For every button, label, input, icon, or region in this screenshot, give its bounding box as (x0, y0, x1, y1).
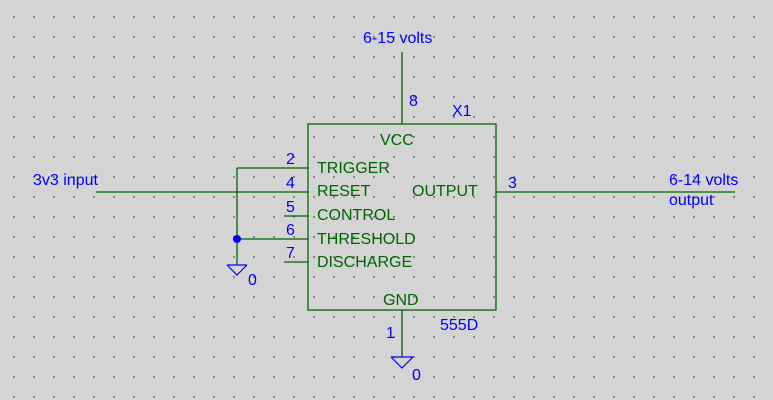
pin-number-vcc: 8 (409, 93, 418, 110)
input-label: 3v3 input (33, 172, 98, 189)
ground-bottom-label: 0 (412, 367, 421, 384)
ground-symbol-bottom (390, 356, 414, 369)
ground-left-label: 0 (248, 272, 257, 289)
pin-number-reset: 4 (286, 175, 295, 192)
ground-symbol-left (226, 264, 248, 276)
component-ref: X1 (452, 103, 472, 120)
pin-name-vcc: VCC (380, 132, 414, 149)
pin-number-gnd: 1 (386, 325, 395, 342)
pin-name-discharge: DISCHARGE (317, 254, 412, 271)
pin-name-control: CONTROL (317, 207, 395, 224)
output-label-line2: output (669, 192, 714, 209)
pin-name-trigger: TRIGGER (317, 160, 390, 177)
pin-name-threshold: THRESHOLD (317, 231, 416, 248)
pin-number-discharge: 7 (286, 245, 295, 262)
component-part: 555D (440, 317, 478, 334)
pin-name-reset: RESET (317, 183, 371, 200)
pin-number-output: 3 (508, 175, 517, 192)
pin-number-threshold: 6 (286, 222, 295, 239)
pin-name-output: OUTPUT (412, 183, 478, 200)
pin-number-trigger: 2 (286, 151, 295, 168)
junction-dot (233, 235, 241, 243)
supply-label: 6-15 volts (363, 30, 432, 47)
output-label-line1: 6-14 volts (669, 172, 738, 189)
pin-number-control: 5 (286, 199, 295, 216)
pin-name-gnd: GND (383, 292, 419, 309)
